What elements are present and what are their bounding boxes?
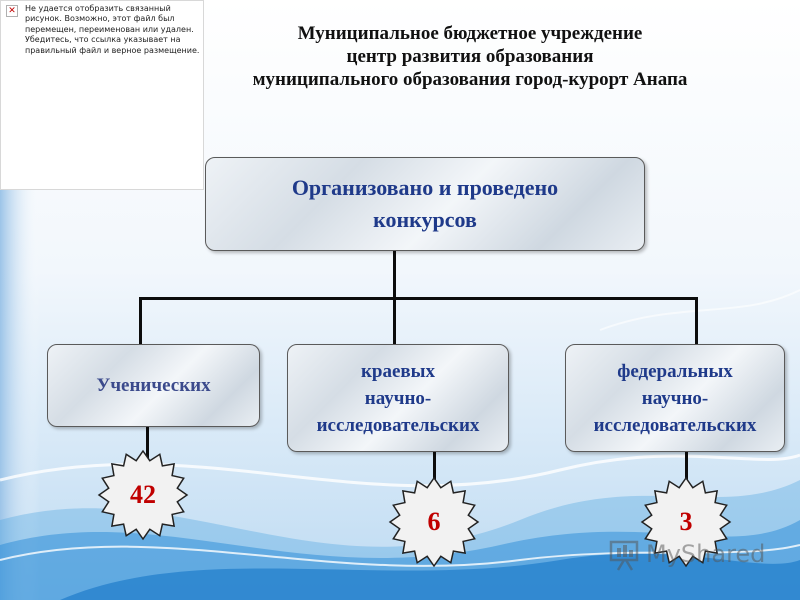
count-value: 3 — [679, 507, 693, 536]
starburst-shape — [388, 476, 480, 568]
starburst-polygon — [640, 476, 732, 568]
root-label-line-2: конкурсов — [373, 207, 477, 232]
count-badge-student: 42 — [97, 449, 189, 541]
category-node-student: Ученических — [47, 344, 260, 427]
category-label: исследовательских — [316, 414, 480, 436]
connector-root-down — [393, 251, 396, 299]
page-title: Муниципальное бюджетное учреждение центр… — [190, 22, 750, 91]
starburst-polygon — [97, 449, 189, 541]
connector-right-down — [695, 297, 698, 344]
root-node: Организовано и проведено конкурсов — [205, 157, 645, 251]
starburst-shape — [97, 449, 189, 541]
title-line-1: Муниципальное бюджетное учреждение — [297, 23, 643, 44]
starburst-shape — [640, 476, 732, 568]
broken-image-icon: ✕ — [6, 5, 18, 17]
count-value: 42 — [130, 480, 156, 509]
connector-horizontal — [140, 297, 698, 300]
connector-count-3 — [685, 452, 688, 492]
count-badge-federal: 3 — [640, 476, 732, 568]
presentation-icon — [609, 540, 639, 571]
count-value: 6 — [427, 507, 441, 536]
connector-left-down — [139, 297, 142, 344]
connector-count-2 — [433, 452, 436, 492]
watermark-text: MyShared — [646, 540, 766, 568]
category-node-regional: краевых научно- исследовательских — [287, 344, 509, 452]
count-badge-regional: 6 — [388, 476, 480, 568]
category-label: федеральных — [617, 360, 733, 382]
watermark: MyShared — [608, 538, 778, 574]
broken-image-placeholder: ✕ Не удается отобразить связанный рисуно… — [0, 0, 204, 190]
title-line-3: муниципального образования город-курорт … — [252, 69, 688, 90]
category-label: научно- — [364, 387, 432, 409]
category-label: краевых — [360, 360, 436, 382]
broken-image-message: Не удается отобразить связанный рисунок.… — [25, 4, 200, 55]
category-label: Ученических — [96, 374, 211, 396]
category-label: исследовательских — [593, 414, 757, 436]
title-line-2: центр развития образования — [346, 46, 594, 67]
connector-middle-down — [393, 297, 396, 344]
root-label-line-1: Организовано и проведено — [291, 175, 559, 200]
category-node-federal: федеральных научно- исследовательских — [565, 344, 785, 452]
starburst-polygon — [388, 476, 480, 568]
connector-count-1 — [146, 427, 149, 463]
category-label: научно- — [641, 387, 709, 409]
